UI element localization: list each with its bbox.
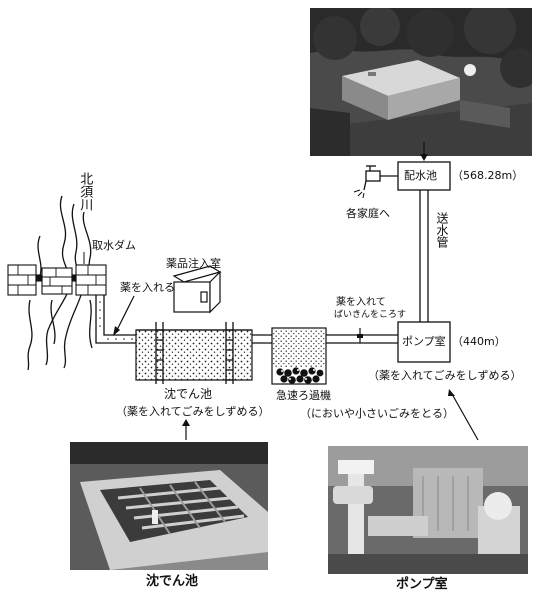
reservoir-label: 配水池 — [404, 169, 437, 182]
intake-pipe — [95, 295, 136, 344]
sterilize-label-2: ばいきんをころす — [334, 310, 407, 320]
rapid-filter-label: 急速ろ過機 — [276, 389, 331, 402]
sedimentation-photo-caption: 沈でん池 — [146, 574, 199, 589]
faucet — [363, 165, 398, 191]
reservoir-elevation: （568.28m） — [452, 169, 524, 182]
pond-ladders — [155, 322, 234, 384]
sedimentation-note: （薬を入れてごみをしずめる） — [116, 405, 270, 418]
sedimentation-photo — [70, 442, 268, 570]
supply-pipe-label: 送水管 — [435, 212, 449, 248]
rapid-filter — [271, 327, 327, 385]
chemical-room-label: 薬品注入室 — [166, 257, 221, 270]
chemical-room — [172, 265, 222, 314]
pump-room-box — [397, 321, 451, 363]
pump-room-label: ポンプ室 — [402, 335, 446, 348]
sedimentation-pond-label: 沈でん池 — [164, 387, 213, 401]
pump-room-photo — [328, 446, 528, 574]
reservoir-photo — [310, 8, 532, 156]
to-homes-label: 各家庭へ — [346, 207, 390, 220]
pump-note: （薬を入れてごみをしずめる） — [368, 369, 522, 382]
river-label: 北須川 — [77, 172, 93, 211]
pump-elevation: （440m） — [452, 335, 506, 348]
rapid-filter-note: （においや小さいごみをとる） — [300, 407, 454, 420]
intake-dam-label: 取水ダム — [92, 239, 136, 252]
intake-dam — [7, 264, 107, 296]
pump-photo-caption: ポンプ室 — [396, 577, 448, 592]
sterilize-label-1: 薬を入れて — [336, 297, 386, 308]
sedimentation-pond — [135, 329, 253, 381]
add-chemical-label: 薬を入れる — [120, 281, 175, 294]
